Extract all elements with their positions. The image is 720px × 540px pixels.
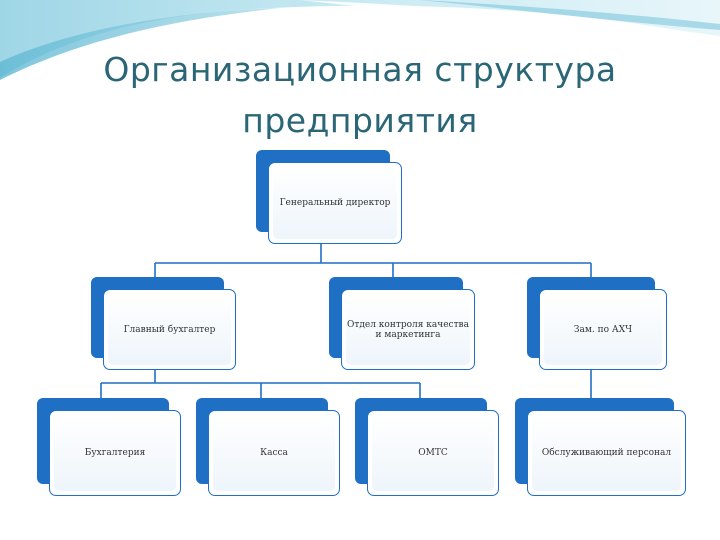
node-omts-box: ОМТС	[367, 410, 499, 496]
node-chief-accountant: Главный бухгалтер	[91, 277, 236, 370]
node-quality-marketing-box: Отдел контроля качества и маркетинга	[341, 289, 475, 370]
node-director: Генеральный директор	[256, 150, 402, 244]
page-title: Организационная структура предприятия	[103, 50, 617, 140]
node-chief-accountant-box: Главный бухгалтер	[103, 289, 236, 370]
node-omts-label: ОМТС	[418, 448, 448, 458]
node-chief-accountant-label: Главный бухгалтер	[123, 324, 216, 335]
node-accounting-box: Бухгалтерия	[49, 410, 181, 496]
node-director-label: Генеральный директор	[279, 198, 391, 208]
node-omts: ОМТС	[355, 398, 499, 496]
node-service-staff-label: Обслуживающий персонал	[541, 448, 672, 458]
node-quality-marketing: Отдел контроля качества и маркетинга	[329, 277, 475, 370]
node-quality-marketing-label: Отдел контроля качества и маркетинга	[347, 319, 469, 340]
node-cash: Касса	[196, 398, 340, 496]
node-service-staff-box: Обслуживающий персонал	[527, 410, 686, 496]
node-deputy-ahch-box: Зам. по АХЧ	[539, 289, 667, 370]
node-service-staff: Обслуживающий персонал	[515, 398, 686, 496]
header-swoosh-decoration	[0, 0, 720, 80]
node-accounting-label: Бухгалтерия	[84, 448, 146, 458]
node-director-box: Генеральный директор	[268, 162, 402, 244]
node-cash-label: Касса	[260, 448, 288, 458]
node-cash-box: Касса	[208, 410, 340, 496]
node-deputy-ahch: Зам. по АХЧ	[527, 277, 667, 370]
node-accounting: Бухгалтерия	[37, 398, 181, 496]
node-deputy-ahch-label: Зам. по АХЧ	[573, 324, 633, 335]
